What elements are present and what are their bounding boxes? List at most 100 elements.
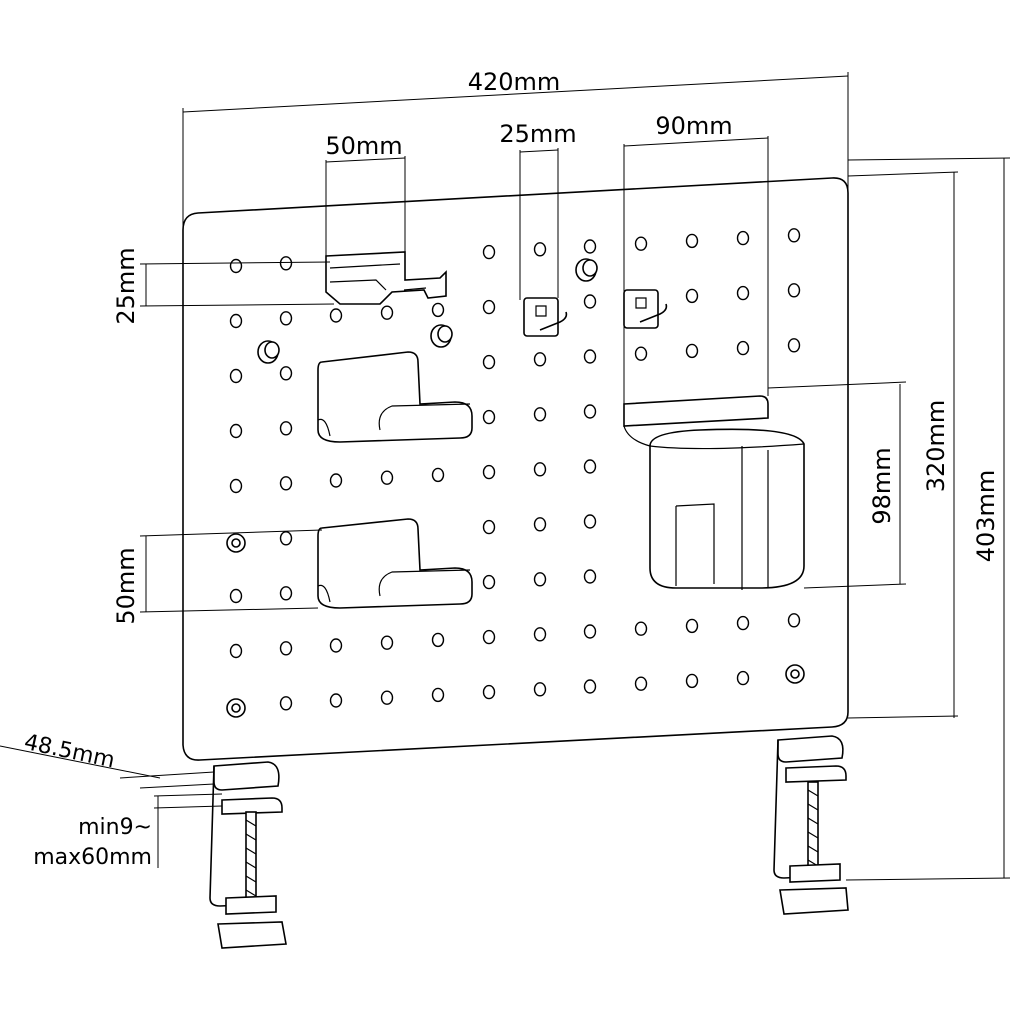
peg-hole — [482, 574, 496, 590]
peg-hole — [533, 242, 547, 257]
peg-hole — [583, 404, 597, 419]
peg-hole — [583, 514, 597, 529]
peg-hole — [229, 313, 243, 329]
peg-hole — [583, 294, 597, 309]
peg-hole — [431, 467, 445, 483]
peg-hole — [279, 641, 293, 656]
peg-hole — [533, 407, 547, 422]
peg-hole — [583, 569, 597, 584]
pegboard-panel — [182, 177, 849, 761]
peg-hole — [229, 258, 243, 274]
peg-hole — [482, 464, 496, 480]
peg-hole — [279, 531, 293, 546]
peg-hole — [431, 687, 445, 703]
peg-hole — [736, 340, 750, 356]
peg-hole — [329, 308, 343, 323]
peg-hole — [279, 366, 293, 381]
peg-hole — [482, 629, 496, 645]
peg-hole — [736, 615, 750, 631]
peg-hole — [533, 627, 547, 642]
peg-hole — [329, 473, 343, 488]
screw-bolt-2 — [226, 698, 246, 718]
peg-knob-2 — [430, 324, 453, 348]
peg-hole — [229, 423, 243, 439]
peg-hole — [279, 311, 293, 326]
peg-hole — [279, 696, 293, 711]
peg-hole — [685, 618, 699, 634]
peg-hole — [329, 638, 343, 653]
peg-hole — [634, 621, 648, 636]
phone-shelf-lower — [317, 518, 473, 609]
peg-hole — [583, 679, 597, 694]
clamp-right — [773, 735, 849, 915]
peg-hole — [229, 368, 243, 384]
peg-hole — [329, 693, 343, 708]
peg-hole — [482, 299, 496, 315]
peg-hole — [583, 459, 597, 474]
peg-hole — [380, 690, 394, 705]
screw-bolt-1 — [226, 533, 246, 553]
peg-knob-3 — [575, 258, 598, 282]
peg-hole — [533, 462, 547, 477]
screw-bolt-3 — [785, 664, 805, 684]
peg-hole — [533, 352, 547, 367]
peg-hole — [482, 519, 496, 535]
peg-hole — [634, 346, 648, 361]
peg-hole — [482, 354, 496, 370]
label-clamp-range-max: max60mm — [33, 845, 152, 870]
peg-hole — [736, 230, 750, 246]
phone-shelf-upper — [317, 351, 473, 443]
peg-hole — [787, 338, 801, 353]
peg-hole — [685, 343, 699, 359]
label-board-height: 320mm — [922, 400, 950, 493]
label-cup-holder-width: 90mm — [655, 112, 732, 140]
peg-hole — [279, 476, 293, 491]
peg-hole — [736, 670, 750, 686]
label-shelf-lower-height: 50mm — [112, 547, 140, 624]
peg-hole — [634, 236, 648, 251]
peg-hole — [279, 421, 293, 436]
label-shelf-top-height: 25mm — [112, 247, 140, 324]
label-total-width: 420mm — [468, 68, 561, 96]
label-cup-holder-height: 98mm — [868, 447, 896, 524]
peg-hole — [736, 285, 750, 301]
hook-left — [523, 297, 568, 337]
clamp-left — [209, 761, 287, 949]
peg-hole — [431, 632, 445, 648]
peg-hole — [533, 682, 547, 697]
peg-hole — [279, 586, 293, 601]
peg-hole — [685, 288, 699, 304]
peg-hole — [380, 635, 394, 650]
peg-holes — [229, 228, 801, 711]
peg-hole — [583, 239, 597, 254]
peg-hole — [380, 470, 394, 485]
peg-hole — [279, 256, 293, 271]
label-hook-width: 25mm — [499, 120, 576, 148]
peg-hole — [634, 676, 648, 691]
peg-hole — [229, 643, 243, 659]
label-clamp-offset: 48.5mm — [22, 730, 117, 774]
peg-hole — [229, 588, 243, 604]
peg-hole — [583, 624, 597, 639]
peg-hole — [482, 244, 496, 260]
peg-hole — [380, 305, 394, 320]
peg-hole — [229, 478, 243, 494]
label-shelf-width: 50mm — [325, 132, 402, 160]
peg-hole — [482, 684, 496, 700]
peg-hole — [787, 283, 801, 298]
dimension-lines — [0, 72, 1011, 881]
label-total-height: 403mm — [972, 470, 1000, 563]
peg-hole — [583, 349, 597, 364]
peg-hole — [685, 233, 699, 249]
peg-hole — [533, 517, 547, 532]
label-clamp-range-min: min9~ — [78, 815, 152, 840]
peg-hole — [685, 673, 699, 689]
peg-hole — [787, 228, 801, 243]
peg-hole — [431, 302, 445, 318]
cup-holder — [623, 395, 805, 590]
peg-hole — [482, 409, 496, 425]
small-tray — [325, 251, 447, 305]
peg-hole — [533, 572, 547, 587]
peg-hole — [787, 613, 801, 628]
